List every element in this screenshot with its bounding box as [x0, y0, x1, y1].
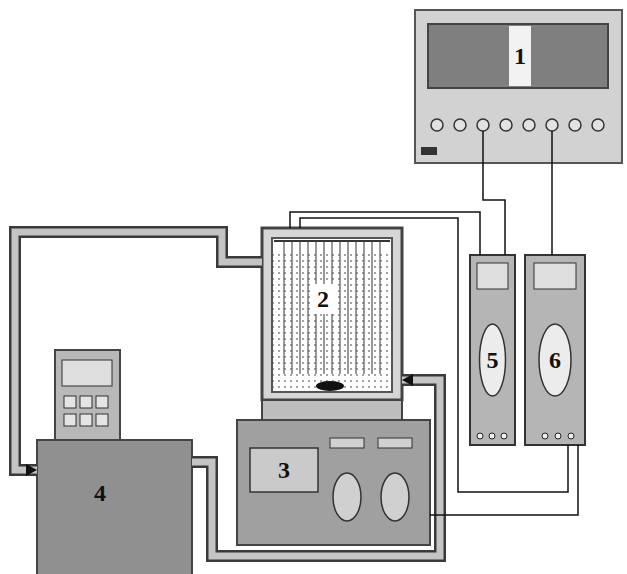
meter-screen	[534, 263, 576, 289]
knob	[500, 119, 512, 131]
terminal	[555, 433, 561, 439]
stirrer-display	[250, 448, 318, 492]
label-patch	[311, 284, 335, 314]
bath-controller	[55, 350, 120, 442]
terminal	[501, 433, 507, 439]
control-knob	[381, 473, 409, 521]
recorder-screen	[428, 24, 608, 88]
stir-bar	[316, 381, 344, 391]
knob	[592, 119, 604, 131]
meter	[470, 255, 515, 445]
lead-wire	[551, 131, 553, 163]
electrode-holder	[274, 240, 390, 242]
meter-face	[539, 324, 571, 396]
wire-connector	[551, 163, 553, 255]
meter-housing	[525, 255, 585, 445]
callout-number: 1	[514, 44, 526, 68]
terminal	[542, 433, 548, 439]
signal-wire	[483, 163, 505, 255]
controller-screen	[62, 360, 112, 386]
knob	[523, 119, 535, 131]
lead-wire	[482, 131, 484, 163]
recorder-unit	[415, 10, 622, 163]
signal-wire	[430, 445, 578, 515]
meter	[525, 255, 585, 445]
wire-connector	[483, 163, 505, 255]
key	[64, 414, 76, 426]
callout-number: 2	[317, 287, 329, 311]
key	[64, 396, 76, 408]
key	[80, 414, 92, 426]
recorder-housing	[415, 10, 622, 163]
tube-connector	[15, 232, 262, 470]
wire-connector	[430, 445, 578, 515]
callout-number: 3	[278, 458, 290, 482]
jacketed-vessel	[262, 228, 402, 400]
meter-box: 5	[470, 255, 515, 445]
knob	[454, 119, 466, 131]
stirrer-body	[237, 420, 430, 545]
stirrer-box: 3	[237, 420, 430, 545]
knob-row	[431, 119, 604, 131]
terminal	[477, 433, 483, 439]
screen-divider	[509, 26, 531, 86]
recorder-box: 1	[415, 10, 622, 163]
key	[96, 396, 108, 408]
knob	[569, 119, 581, 131]
water-tube	[15, 232, 262, 476]
tube-wall	[15, 232, 262, 470]
meter-screen	[477, 263, 508, 289]
meter-box: 6	[525, 255, 585, 445]
bath-box: 4	[37, 440, 192, 574]
tube-connector	[192, 380, 440, 556]
signal-wire	[300, 218, 568, 492]
key	[96, 414, 108, 426]
callout-number: 5	[487, 348, 499, 372]
knob	[431, 119, 443, 131]
controller-keys	[64, 396, 108, 426]
knob	[546, 119, 558, 131]
thermostat-bath	[37, 350, 192, 574]
power-button	[421, 147, 437, 155]
indicator	[378, 438, 412, 448]
callout-number: 4	[94, 481, 106, 505]
bath-tank	[37, 440, 192, 574]
knob	[477, 119, 489, 131]
terminal	[568, 433, 574, 439]
vessel-inner	[272, 238, 392, 392]
callout-number: 6	[549, 348, 561, 372]
key	[80, 396, 92, 408]
stirrer-plate	[262, 400, 402, 420]
terminal	[489, 433, 495, 439]
meter-housing	[470, 255, 515, 445]
control-knob	[333, 473, 361, 521]
arrow-head	[402, 374, 413, 386]
tube-wall	[192, 380, 440, 556]
vessel-jacket	[262, 228, 402, 400]
magnetic-stirrer	[237, 400, 430, 545]
indicator	[330, 438, 364, 448]
meter-face	[480, 324, 506, 396]
signal-wire	[552, 163, 553, 255]
arrow-head	[26, 464, 37, 476]
wire-connector	[300, 218, 568, 492]
electrode-array	[278, 242, 386, 374]
water-tube	[192, 374, 440, 556]
vessel-box: 2	[262, 228, 402, 400]
